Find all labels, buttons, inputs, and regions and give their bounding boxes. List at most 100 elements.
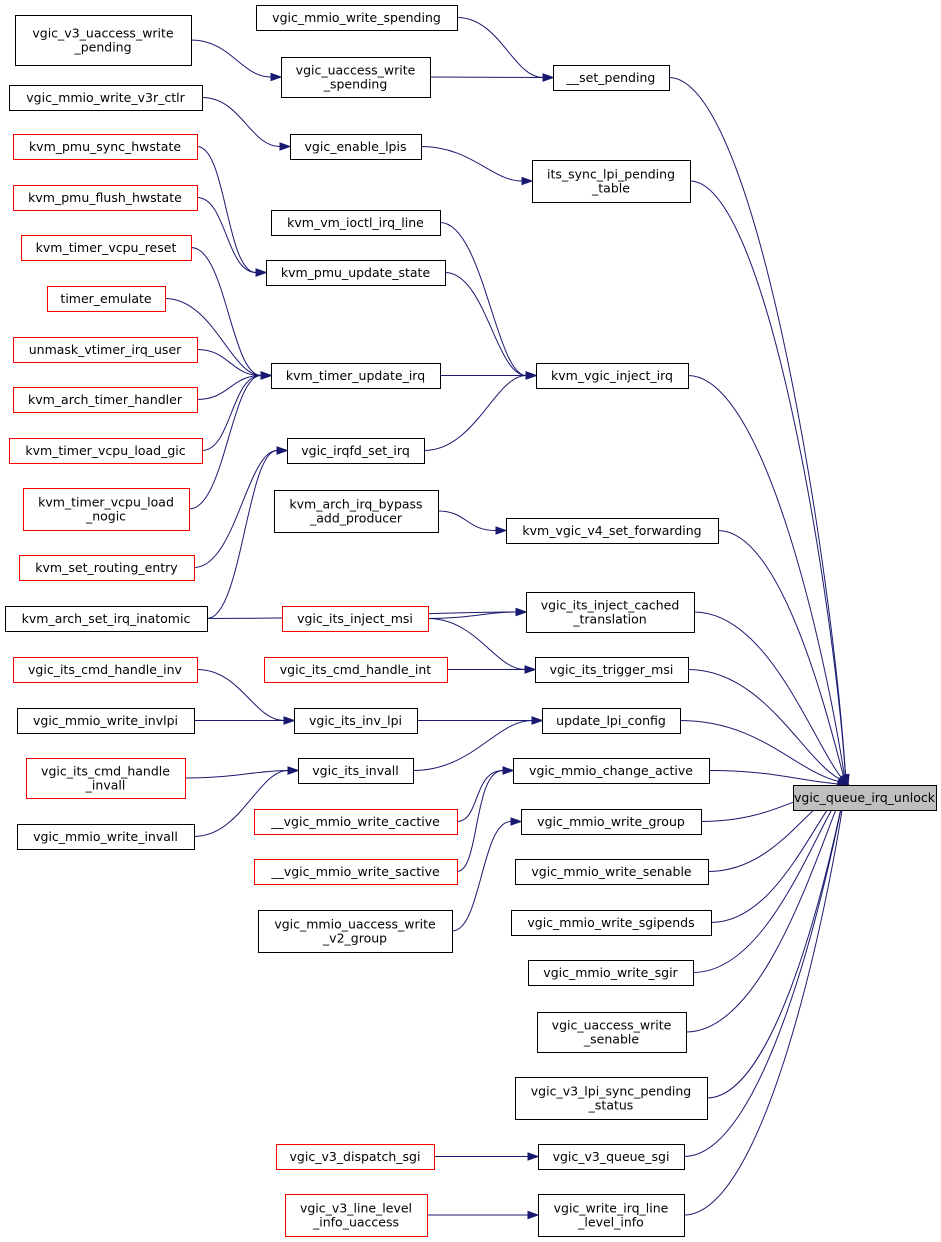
node-box	[256, 5, 458, 31]
node-box	[526, 592, 695, 633]
function-node-pmu-update-state[interactable]: kvm_pmu_update_state	[266, 260, 446, 286]
function-node-update-lpi-config[interactable]: update_lpi_config	[542, 708, 681, 734]
node-label: vgic_its_trigger_msi	[550, 662, 674, 677]
function-node-mmio-write-cactive[interactable]: __vgic_mmio_write_cactive	[254, 809, 458, 835]
function-node-mmio-write-senable[interactable]: vgic_mmio_write_senable	[515, 859, 709, 885]
function-node-its-trigger-msi[interactable]: vgic_its_trigger_msi	[535, 657, 689, 683]
call-edge	[196, 197, 268, 277]
node-box	[528, 960, 694, 986]
node-label: vgic_mmio_write_sgir	[543, 965, 678, 980]
node-label: vgic_v3_lpi_sync_pending	[531, 1084, 691, 1099]
function-node-mmio-write-v3r-ctlr[interactable]: vgic_mmio_write_v3r_ctlr	[9, 85, 203, 111]
node-label: _add_producer	[309, 511, 403, 526]
function-node-root[interactable]: vgic_queue_irq_unlock	[793, 785, 937, 811]
node-label: kvm_arch_set_irq_inatomic	[22, 611, 191, 626]
node-label: kvm_pmu_flush_hwstate	[28, 190, 182, 205]
function-node-mmio-write-sgipends[interactable]: vgic_mmio_write_sgipends	[511, 910, 712, 936]
node-box	[47, 286, 166, 312]
function-node-timer-emulate[interactable]: timer_emulate	[47, 286, 166, 312]
arrowhead-icon	[521, 176, 534, 186]
function-node-v3-lpi-sync[interactable]: vgic_v3_lpi_sync_pending_status	[515, 1077, 708, 1120]
function-node-its-cmd-handle-int[interactable]: vgic_its_cmd_handle_int	[264, 657, 448, 683]
function-node-irqfd-set-irq[interactable]: vgic_irqfd_set_irq	[287, 438, 425, 464]
function-node-pmu-sync-hwstate[interactable]: kvm_pmu_sync_hwstate	[13, 134, 198, 160]
node-box	[274, 490, 439, 533]
node-label: _level_info	[577, 1215, 644, 1230]
function-node-arch-timer-handler[interactable]: kvm_arch_timer_handler	[13, 387, 198, 413]
node-box	[521, 809, 702, 835]
function-node-mmio-write-group[interactable]: vgic_mmio_write_group	[521, 809, 702, 835]
function-node-mmio-write-invall[interactable]: vgic_mmio_write_invall	[17, 824, 195, 850]
function-node-vgic-inject-irq[interactable]: kvm_vgic_inject_irq	[536, 363, 689, 389]
arrowhead-icon	[279, 142, 292, 151]
node-box	[23, 488, 190, 531]
function-node-timer-vcpu-reset[interactable]: kvm_timer_vcpu_reset	[21, 235, 192, 261]
node-label: _table	[591, 181, 630, 196]
node-box	[21, 235, 192, 261]
call-edge	[437, 510, 508, 535]
function-node-timer-vcpu-load-gic[interactable]: kvm_timer_vcpu_load_gic	[9, 438, 203, 464]
call-edge	[446, 665, 537, 674]
function-node-arch-set-irq-inatomic[interactable]: kvm_arch_set_irq_inatomic	[5, 606, 208, 632]
arrowhead-icon	[531, 716, 544, 725]
node-label: kvm_pmu_update_state	[281, 265, 431, 280]
function-node-v3-uaccess-write-pending[interactable]: vgic_v3_uaccess_write_pending	[15, 15, 192, 66]
node-box	[9, 85, 203, 111]
node-label: kvm_vm_ioctl_irq_line	[287, 215, 424, 230]
function-node-mmio-write-sgir[interactable]: vgic_mmio_write_sgir	[528, 960, 694, 986]
node-box	[532, 160, 691, 203]
function-node-mmio-uaccess-write-v2-group[interactable]: vgic_mmio_uaccess_write_v2_group	[258, 910, 453, 953]
node-box	[281, 57, 431, 98]
function-node-uaccess-write-spending[interactable]: vgic_uaccess_write_spending	[281, 57, 431, 98]
node-label: vgic_mmio_write_invall	[33, 829, 178, 844]
function-node-its-cmd-handle-inv[interactable]: vgic_its_cmd_handle_inv	[13, 657, 198, 683]
function-node-v3-queue-sgi[interactable]: vgic_v3_queue_sgi	[538, 1144, 685, 1170]
function-node-mmio-write-spending[interactable]: vgic_mmio_write_spending	[256, 5, 458, 31]
node-label: kvm_pmu_sync_hwstate	[29, 139, 181, 154]
node-label: _v2_group	[322, 931, 387, 946]
arrowhead-icon	[502, 766, 515, 775]
node-label: _status	[588, 1098, 634, 1113]
function-node-its-sync-lpi[interactable]: its_sync_lpi_pending_table	[532, 160, 691, 203]
function-node-unmask-vtimer[interactable]: unmask_vtimer_irq_user	[13, 337, 198, 363]
function-node-write-irq-line[interactable]: vgic_write_irq_line_level_info	[538, 1194, 685, 1237]
function-node-vm-ioctl-irq-line[interactable]: kvm_vm_ioctl_irq_line	[271, 210, 441, 236]
function-node-uaccess-write-senable[interactable]: vgic_uaccess_write_senable	[537, 1012, 687, 1053]
node-box	[13, 657, 198, 683]
call-edge	[196, 371, 273, 400]
function-node-v3-line-level[interactable]: vgic_v3_line_level_info_uaccess	[285, 1194, 428, 1237]
call-edge	[717, 530, 849, 787]
function-node-its-cmd-handle-invall[interactable]: vgic_its_cmd_handle_invall	[26, 758, 186, 799]
function-node-set-routing-entry[interactable]: kvm_set_routing_entry	[19, 555, 195, 581]
node-label: vgic_its_cmd_handle_inv	[28, 662, 183, 677]
function-node-set-pending[interactable]: __set_pending	[553, 65, 670, 91]
call-edge	[429, 73, 555, 82]
function-node-pmu-flush-hwstate[interactable]: kvm_pmu_flush_hwstate	[13, 185, 198, 211]
function-node-its-inject-msi[interactable]: vgic_its_inject_msi	[282, 606, 429, 632]
node-label: unmask_vtimer_irq_user	[29, 342, 182, 357]
node-label: kvm_set_routing_entry	[35, 560, 178, 575]
function-node-timer-update-irq[interactable]: kvm_timer_update_irq	[271, 363, 441, 389]
node-box	[290, 134, 422, 160]
node-label: __vgic_mmio_write_cactive	[270, 814, 440, 829]
function-node-enable-lpis[interactable]: vgic_enable_lpis	[290, 134, 422, 160]
function-node-timer-vcpu-load-nogic[interactable]: kvm_timer_vcpu_load_nogic	[23, 488, 190, 531]
function-node-irq-bypass[interactable]: kvm_arch_irq_bypass_add_producer	[274, 490, 439, 533]
call-edge	[434, 1152, 540, 1161]
node-label: vgic_v3_dispatch_sgi	[290, 1149, 421, 1164]
function-node-mmio-write-sactive[interactable]: __vgic_mmio_write_sactive	[254, 859, 458, 885]
node-box	[511, 910, 712, 936]
function-node-its-inject-cached[interactable]: vgic_its_inject_cached_translation	[526, 592, 695, 633]
function-node-its-inv-lpi[interactable]: vgic_its_inv_lpi	[294, 708, 418, 734]
function-node-its-invall[interactable]: vgic_its_invall	[298, 758, 414, 784]
node-box	[254, 809, 458, 835]
node-box	[506, 518, 719, 544]
call-edge	[196, 146, 268, 277]
node-box	[13, 134, 198, 160]
function-node-v4-set-forwarding[interactable]: kvm_vgic_v4_set_forwarding	[506, 518, 719, 544]
function-node-v3-dispatch-sgi[interactable]: vgic_v3_dispatch_sgi	[276, 1144, 435, 1170]
function-node-mmio-write-invlpi[interactable]: vgic_mmio_write_invlpi	[17, 708, 195, 734]
call-edge	[708, 770, 850, 789]
function-node-mmio-change-active[interactable]: vgic_mmio_change_active	[513, 758, 710, 784]
